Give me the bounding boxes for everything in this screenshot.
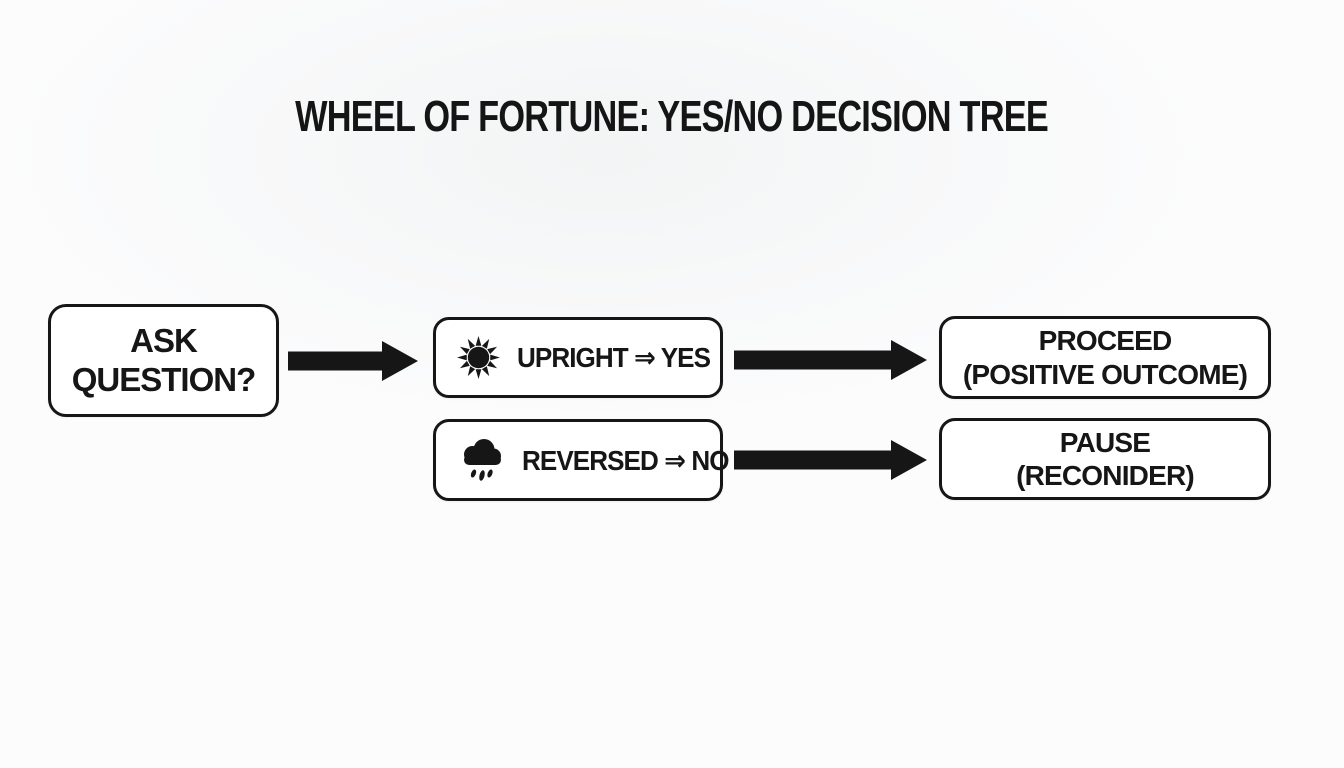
proceed-line1: PROCEED (1038, 325, 1173, 357)
node-upright-yes: UPRIGHT ⇒ YES (433, 317, 723, 398)
proceed-line2: (POSITIVE OUTCOME) (962, 358, 1248, 390)
node-reversed-no: REVERSED ⇒ NO (433, 419, 729, 501)
connector-arrow-reversed-to-pause (734, 440, 927, 480)
connector-arrow-ask-to-options (288, 341, 418, 381)
ask-question-line2: QUESTION? (71, 360, 257, 398)
reversed-label: REVERSED ⇒ NO (522, 444, 729, 476)
node-proceed: PROCEED (POSITIVE OUTCOME) (939, 316, 1271, 399)
title-container: WHEEL OF FORTUNE: YES/NO DECISION TREE (0, 92, 1344, 142)
pause-line1: PAUSE (1059, 426, 1151, 458)
rain-cloud-icon (464, 439, 501, 481)
ask-question-line1: ASK (130, 322, 198, 360)
node-pause: PAUSE (RECONIDER) (939, 418, 1271, 500)
diagram-title: WHEEL OF FORTUNE: YES/NO DECISION TREE (295, 92, 1050, 141)
sun-icon (457, 336, 500, 379)
pause-line2: (RECONIDER) (1016, 460, 1195, 491)
node-ask-question: ASK QUESTION? (48, 304, 279, 417)
connector-arrow-upright-to-proceed (734, 340, 927, 380)
upright-label: UPRIGHT ⇒ YES (517, 342, 711, 373)
